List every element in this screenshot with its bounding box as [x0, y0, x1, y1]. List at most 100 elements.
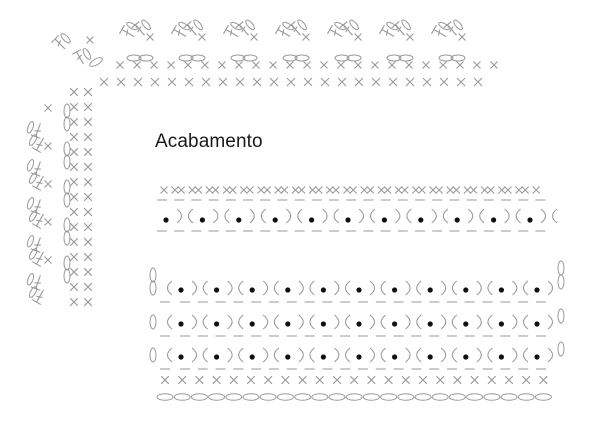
double-crochet-stitch	[235, 19, 255, 36]
single-crochet-stitch	[446, 186, 455, 194]
single-crochet-stitch	[350, 375, 359, 385]
single-crochet-stitch	[229, 375, 238, 385]
bobble-stitch	[178, 287, 184, 293]
chain-stitch	[26, 159, 35, 172]
double-crochet-stitch	[235, 21, 249, 36]
bobble-stitch	[214, 354, 220, 360]
double-crochet-stitch	[287, 19, 307, 36]
single-crochet-stitch	[228, 186, 237, 194]
single-crochet-stitch	[83, 87, 93, 97]
double-crochet-stitch	[26, 235, 41, 253]
chain-stitch	[178, 54, 194, 62]
front-post-stitch	[380, 280, 386, 296]
single-crochet-stitch	[405, 61, 413, 69]
single-crochet-stitch	[418, 186, 426, 194]
double-crochet-stitch	[378, 24, 395, 37]
front-post-stitch	[191, 347, 198, 363]
single-crochet-stitch	[411, 186, 420, 194]
single-crochet-stitch	[83, 117, 93, 127]
chain-stitch	[294, 54, 310, 62]
single-crochet-stitch	[439, 77, 449, 87]
double-crochet-stitch	[430, 24, 447, 37]
chain-stitch	[63, 141, 71, 157]
single-crochet-stitch	[178, 375, 187, 385]
single-crochet-stitch	[332, 186, 340, 194]
double-crochet-stitch	[28, 248, 44, 268]
front-post-stitch	[515, 208, 521, 224]
front-post-stitch	[431, 208, 437, 224]
front-post-stitch	[467, 208, 474, 224]
double-crochet-stitch	[30, 199, 41, 215]
single-crochet-stitch	[354, 61, 362, 69]
single-crochet-stitch	[487, 375, 496, 385]
chain-stitch	[156, 393, 174, 401]
front-post-stitch	[476, 347, 482, 363]
front-post-stitch	[522, 314, 529, 330]
front-post-stitch	[344, 347, 351, 363]
single-crochet-stitch	[83, 297, 93, 307]
chain-stitch	[386, 21, 398, 31]
front-post-stitch	[285, 208, 292, 224]
single-crochet-stitch	[473, 77, 483, 87]
chain-stitch	[362, 393, 380, 401]
single-crochet-stitch	[252, 77, 262, 87]
single-crochet-stitch	[401, 375, 410, 385]
double-crochet-stitch	[287, 21, 301, 36]
single-crochet-stitch	[83, 192, 93, 202]
double-crochet-stitch	[222, 21, 242, 37]
front-post-stitch	[213, 208, 219, 224]
chain-stitch	[297, 19, 307, 31]
single-crochet-stitch	[44, 256, 52, 264]
front-post-stitch	[334, 347, 340, 363]
double-crochet-stitch	[26, 121, 41, 139]
front-post-stitch	[405, 347, 411, 363]
front-post-stitch	[262, 280, 269, 296]
single-crochet-stitch	[69, 267, 79, 277]
single-crochet-stitch	[394, 186, 403, 194]
chain-stitch	[242, 54, 258, 62]
single-crochet-stitch	[263, 186, 272, 194]
chain-stitch	[259, 393, 277, 401]
chain-stitch	[63, 217, 71, 233]
single-crochet-stitch	[83, 177, 93, 187]
chain-stitch	[26, 121, 35, 134]
single-crochet-stitch	[194, 186, 203, 194]
chain-stitch	[60, 33, 71, 44]
single-crochet-stitch	[453, 375, 462, 385]
front-post-stitch	[166, 314, 173, 330]
double-crochet-stitch	[71, 48, 84, 65]
single-crochet-stitch	[539, 375, 548, 385]
single-crochet-stitch	[201, 61, 209, 69]
single-crochet-stitch	[308, 186, 317, 194]
double-crochet-stitch	[118, 21, 138, 37]
chain-stitch	[28, 286, 38, 298]
chain-stitch	[63, 179, 71, 195]
bobble-stitch	[272, 217, 278, 223]
bobble-stitch	[427, 287, 433, 293]
front-post-stitch	[309, 314, 315, 330]
single-crochet-stitch	[160, 186, 168, 194]
front-post-stitch	[227, 314, 233, 330]
front-post-stitch	[547, 347, 554, 363]
single-crochet-stitch	[83, 222, 93, 232]
single-crochet-stitch	[218, 61, 226, 69]
double-crochet-stitch	[183, 19, 203, 36]
front-post-stitch	[479, 208, 485, 224]
bobble-stitch	[309, 217, 315, 223]
chain-stitch	[26, 235, 35, 248]
single-crochet-stitch	[354, 77, 364, 87]
single-crochet-stitch	[167, 77, 177, 87]
single-crochet-stitch	[298, 375, 307, 385]
chain-stitch	[282, 21, 294, 31]
single-crochet-stitch	[184, 77, 194, 87]
front-post-stitch	[298, 280, 304, 296]
chain-stitch	[438, 54, 454, 62]
double-crochet-stitch	[118, 24, 135, 37]
single-crochet-stitch	[456, 77, 466, 87]
front-post-stitch	[547, 280, 554, 296]
front-post-stitch	[227, 280, 233, 296]
front-post-stitch	[451, 347, 458, 363]
single-crochet-stitch	[456, 61, 464, 69]
double-crochet-stitch	[339, 21, 353, 36]
